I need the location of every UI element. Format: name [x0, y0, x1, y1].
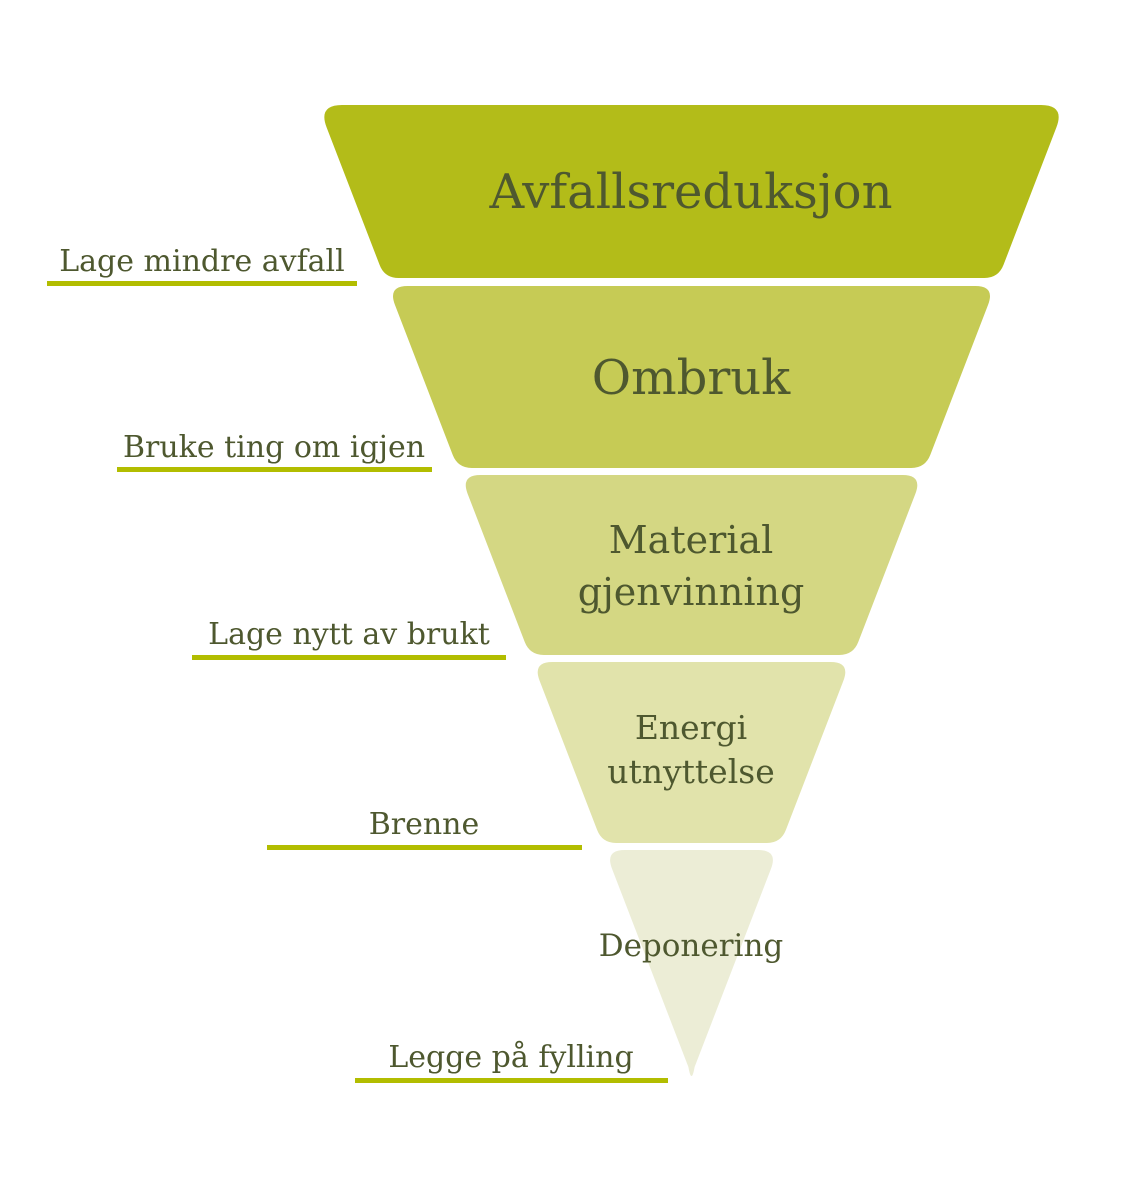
funnel-step-5-shape [610, 850, 773, 1076]
funnel-step-3-label-line1: Material [609, 518, 773, 562]
side-label-2-underline [117, 467, 432, 472]
funnel-step-4-label-line1: Energi [635, 708, 747, 747]
side-label-1: Lage mindre avfall [59, 244, 345, 279]
side-label-4-underline [267, 845, 582, 850]
side-label-5-underline [355, 1078, 668, 1083]
side-label-3-underline [192, 655, 506, 660]
funnel-step-5-label: Deponering [599, 928, 784, 964]
funnel-step-2-label: Ombruk [592, 350, 791, 406]
funnel-step-4-shape [537, 662, 846, 843]
funnel-step-2-shape [392, 286, 991, 468]
side-label-1-underline [47, 281, 357, 286]
funnel-step-4-label-line2: utnyttelse [607, 752, 774, 791]
side-label-5: Legge på fylling [388, 1040, 633, 1075]
funnel-step-1-shape [324, 105, 1059, 278]
funnel-step-3-shape [465, 475, 918, 655]
funnel-step-3-label-line2: gjenvinning [578, 570, 805, 614]
side-label-3: Lage nytt av brukt [208, 617, 490, 652]
side-label-2: Bruke ting om igjen [123, 430, 425, 465]
side-label-4: Brenne [369, 807, 480, 842]
funnel-step-1-label: Avfallsreduksjon [489, 164, 893, 220]
